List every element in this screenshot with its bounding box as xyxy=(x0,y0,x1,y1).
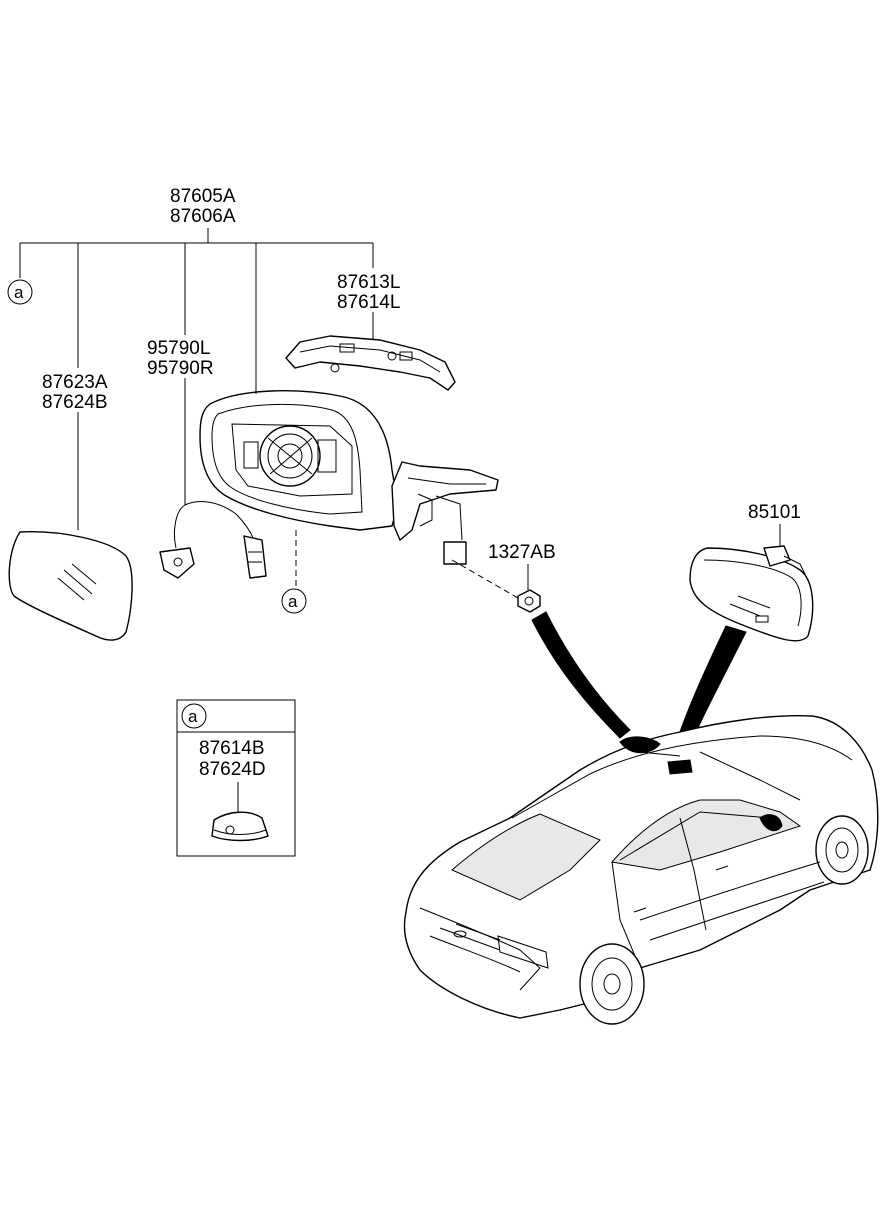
inset-box xyxy=(176,699,296,857)
label-87605A: 87605A xyxy=(170,186,236,207)
svg-text:a: a xyxy=(288,592,298,611)
label-1327AB: 1327AB xyxy=(488,542,556,563)
mirror-glass-part xyxy=(8,531,133,641)
callout-a-inset: a xyxy=(188,707,198,726)
label-87613L: 87613L xyxy=(337,272,400,293)
label-87614B: 87614B xyxy=(199,738,265,759)
nut-part xyxy=(517,589,541,613)
label-87623A: 87623A xyxy=(42,372,108,393)
svg-text:a: a xyxy=(14,283,24,302)
label-87614L: 87614L xyxy=(337,292,400,313)
label-95790L: 95790L xyxy=(147,338,210,359)
inside-mirror-part xyxy=(689,545,814,642)
outside-mirror-assembly xyxy=(199,390,499,588)
car-illustration xyxy=(403,715,879,1025)
callout-a-top: a xyxy=(7,279,33,305)
pointer-wedge-left xyxy=(531,611,631,739)
label-95790R: 95790R xyxy=(147,358,214,379)
leader-tree xyxy=(19,228,374,530)
callout-a-bottom: a xyxy=(281,588,307,614)
label-87606A: 87606A xyxy=(170,206,236,227)
label-87624B: 87624B xyxy=(42,392,108,413)
label-87624D: 87624D xyxy=(199,759,266,780)
inset-lamp-part xyxy=(211,811,269,842)
cover-trim-part xyxy=(285,335,456,391)
wiring-harness-part xyxy=(159,501,267,579)
label-85101: 85101 xyxy=(748,502,801,523)
